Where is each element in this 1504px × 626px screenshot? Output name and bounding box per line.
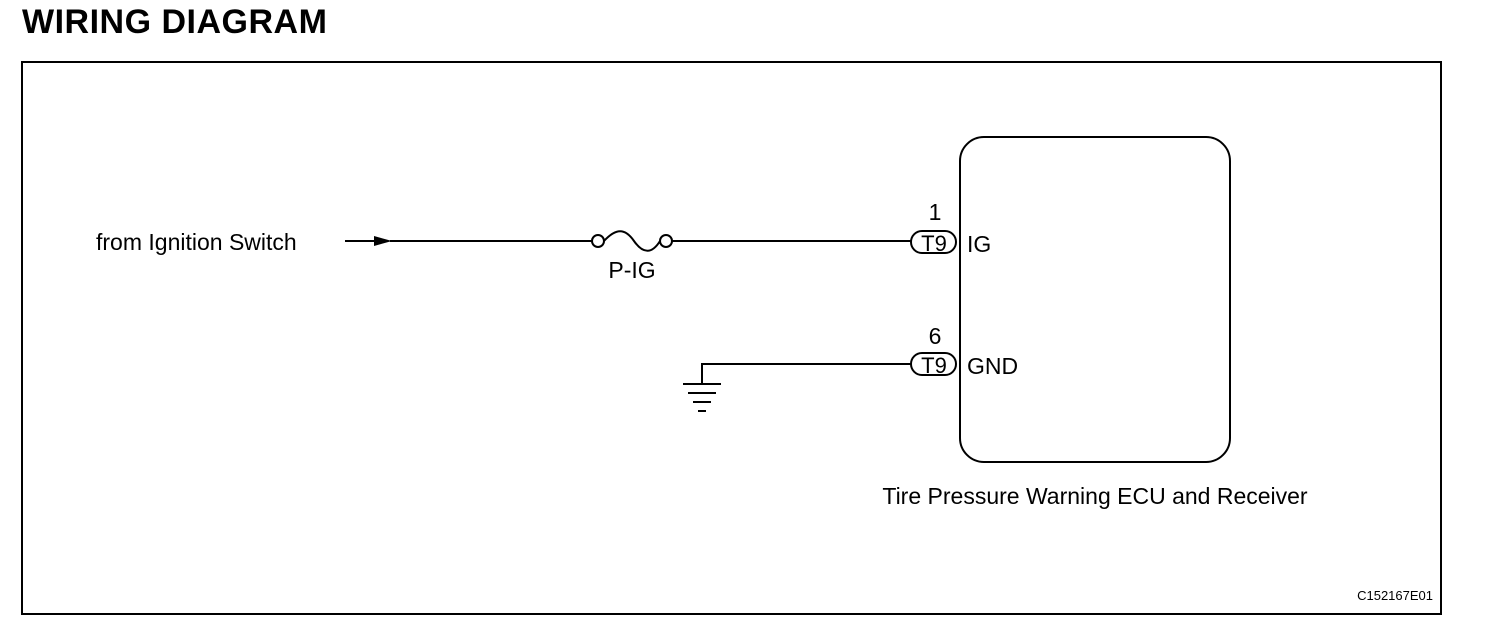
ecu-name: Tire Pressure Warning ECU and Receiver (882, 483, 1308, 509)
pin-number: 1 (929, 199, 942, 225)
arrow-icon (345, 236, 392, 246)
gnd-wire (701, 363, 911, 383)
diagram-frame (21, 61, 1442, 615)
connector-badge (910, 230, 957, 254)
pin-signal-label: IG (967, 231, 991, 257)
connector-label: T9 (921, 231, 947, 256)
pin-number: 6 (929, 323, 942, 349)
connector-badge (910, 352, 957, 376)
fuse-label: P-IG (608, 257, 655, 283)
page-title: WIRING DIAGRAM (22, 3, 328, 41)
connector-label: T9 (921, 353, 947, 378)
ground-icon (683, 383, 721, 412)
source-label: from Ignition Switch (96, 229, 297, 255)
pin-signal-label: GND (967, 353, 1018, 379)
fuse-icon (591, 230, 673, 252)
figure-code: C152167E01 (1357, 588, 1433, 603)
ecu-box (959, 136, 1231, 463)
